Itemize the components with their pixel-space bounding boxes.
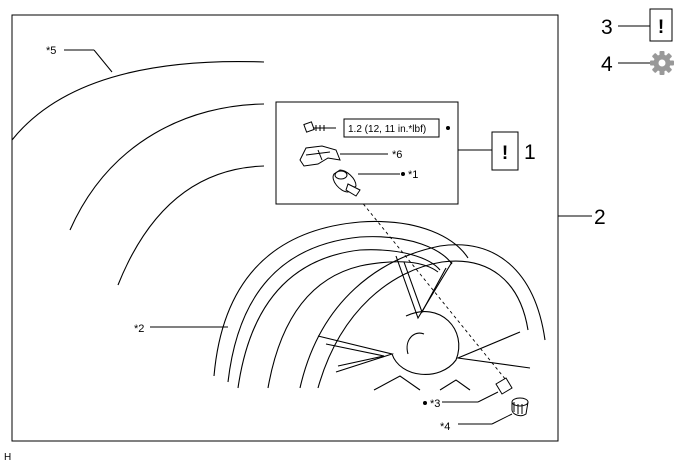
- wheel-spoke-bottom: [373, 375, 421, 391]
- caution-symbol: !: [502, 143, 508, 164]
- legend-4: 4: [601, 53, 613, 76]
- tire-arc-outer: [11, 61, 265, 141]
- wheel-hub-detail: [406, 332, 425, 355]
- wheel-spoke-bottom-right: [439, 379, 471, 391]
- torque-spec-box: [343, 118, 440, 138]
- wheel-spoke-left-inner: [325, 343, 385, 367]
- label-p2: *2: [134, 323, 144, 335]
- label-p1: *1: [408, 169, 418, 181]
- valve-cap-part: [511, 397, 529, 417]
- label-p5: *5: [46, 45, 56, 57]
- callout-2: 2: [594, 206, 606, 229]
- wheel-spoke-top: [395, 255, 453, 320]
- valve-axis-line: [351, 189, 507, 381]
- diagram-frame: [11, 14, 559, 442]
- wheel-hub: [391, 311, 460, 375]
- wheel-rim-second: [227, 236, 453, 383]
- gear-icon: [650, 51, 674, 75]
- screw-part: [303, 121, 336, 133]
- wheel-face-outer: [299, 244, 546, 389]
- tire-arc-middle: [69, 103, 265, 231]
- wheel-face-inner: [317, 260, 529, 389]
- tire-arc-inner: [117, 165, 265, 286]
- wheel-rim-fourth: [267, 261, 439, 389]
- valve-core-part: [477, 377, 513, 403]
- corner-mark: H: [4, 452, 11, 463]
- valve-stem-part: [332, 169, 400, 197]
- leader-p4-diag: [491, 413, 513, 425]
- callout-1: 1: [524, 141, 536, 164]
- torque-spec-text: 1.2 (12, 11 in.*lbf): [348, 124, 426, 135]
- wheel-spoke-right: [455, 331, 531, 369]
- legend-caution-icon: [649, 8, 673, 42]
- leader-p5-diag: [93, 49, 113, 73]
- sensor-bracket-part: [299, 145, 388, 167]
- wheel-rim-third: [237, 249, 441, 389]
- label-p3: *3: [430, 398, 440, 410]
- caution-icon: [491, 131, 519, 171]
- wheel-spoke-left: [317, 335, 395, 373]
- torque-dot: [446, 126, 450, 130]
- label-p6: *6: [392, 149, 402, 161]
- label-p4: *4: [440, 421, 450, 433]
- wheel: [213, 220, 546, 391]
- dot-p1: [401, 172, 405, 176]
- wheel-rim-outer: [213, 220, 469, 377]
- legend-caution-symbol: !: [658, 17, 664, 38]
- legend-3: 3: [601, 16, 613, 39]
- dot-p3: [423, 401, 427, 405]
